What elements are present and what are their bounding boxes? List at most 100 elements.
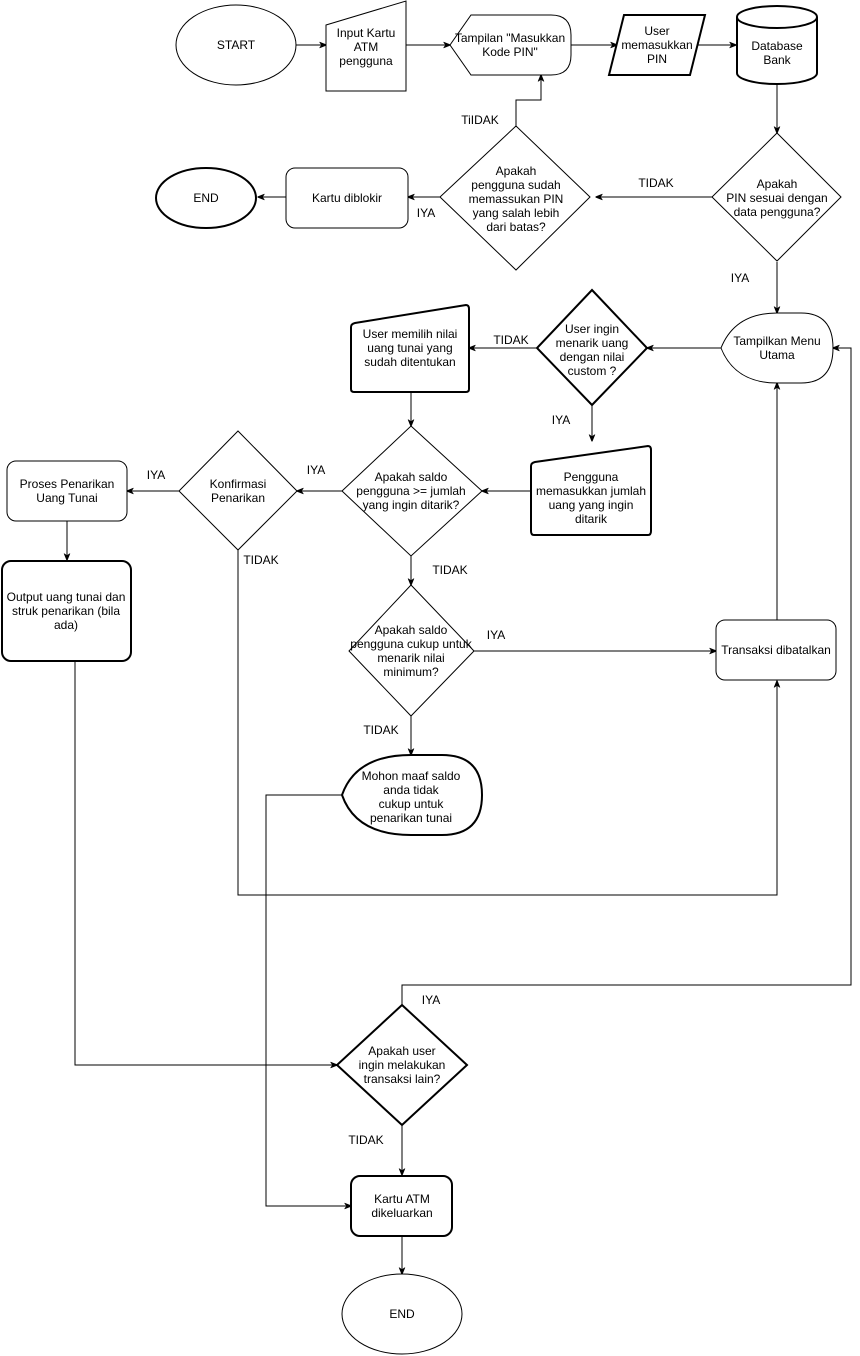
node-label-line: dikeluarkan — [371, 1206, 432, 1220]
node-label-line: penarikan tunai — [370, 811, 452, 825]
node-label-line: data pengguna? — [734, 205, 821, 219]
node-label-line: transaksi lain? — [364, 1072, 441, 1086]
node-label-line: ada) — [54, 618, 78, 632]
node-label-line: Apakah — [496, 164, 537, 178]
node-label-line: minimum? — [383, 665, 439, 679]
label-tidak-transaksi-lain: TIDAK — [348, 1133, 383, 1147]
node-label-line: PIN sesuai dengan — [726, 191, 827, 205]
node-start-text: START — [217, 38, 256, 52]
node-label-line: anda tidak — [383, 783, 439, 797]
node-label-line: memasukkan jumlah — [536, 484, 646, 498]
node-label-line: ingin melakukan — [359, 1058, 446, 1072]
label-tidak-saldo-jumlah: TIDAK — [432, 563, 467, 577]
node-label-line: pengguna — [339, 54, 393, 68]
node-label-line: Tampilkan Menu — [733, 334, 820, 348]
node-label-line: END — [389, 1307, 415, 1321]
node-label-line: Tampilan "Masukkan — [455, 31, 565, 45]
label-iya-saldo-minimum: IYA — [487, 628, 505, 642]
node-label-line: menarik nilai — [377, 651, 444, 665]
node-label-line: User ingin — [565, 322, 619, 336]
label-tidak-saldo-minimum: TIDAK — [363, 723, 398, 737]
node-label-line: uang yang ingin — [549, 498, 634, 512]
node-label-line: Mohon maaf saldo — [362, 769, 461, 783]
label-tiidak-kembali-pin: TiIDAK — [461, 113, 499, 127]
node-end-top[interactable]: END — [155, 167, 257, 229]
node-label-line: dari batas? — [486, 220, 546, 234]
node-end-bottom-text: END — [389, 1307, 415, 1321]
node-label-line: yang ingin ditarik? — [363, 498, 460, 512]
edge-maaf-to-kartu — [265, 794, 351, 1206]
node-end-bottom[interactable]: END — [341, 1273, 463, 1355]
node-label-line: Kartu diblokir — [312, 191, 382, 205]
node-transaksi-batal-text: Transaksi dibatalkan — [721, 643, 831, 657]
label-iya-pin-sesuai: IYA — [731, 271, 749, 285]
node-label-line: Uang Tunai — [36, 491, 97, 505]
node-label-line: Input Kartu — [337, 26, 396, 40]
node-label-line: Apakah saldo — [375, 623, 448, 637]
label-tidak-salah-batas: TIDAK — [638, 176, 673, 190]
edges — [67, 45, 852, 1274]
node-start[interactable]: START — [175, 4, 297, 86]
node-label-line: sudah ditentukan — [364, 355, 455, 369]
node-label-line: Apakah — [757, 177, 798, 191]
node-label-line: Transaksi dibatalkan — [721, 643, 831, 657]
node-kartu-diblokir-text: Kartu diblokir — [312, 191, 382, 205]
node-label-line: custom ? — [568, 364, 617, 378]
node-label-line: Bank — [763, 53, 791, 67]
label-iya-transaksi-lain: IYA — [422, 993, 440, 1007]
node-label-line: Penarikan — [211, 491, 265, 505]
node-label-line: User — [644, 24, 669, 38]
node-label-line: pengguna sudah — [471, 178, 560, 192]
node-label-line: Apakah user — [368, 1044, 435, 1058]
edge-konfirmasi-tidak — [237, 550, 777, 896]
label-iya-custom: IYA — [552, 413, 570, 427]
node-kartu-diblokir[interactable]: Kartu diblokir — [285, 167, 409, 229]
node-transaksi-batal[interactable]: Transaksi dibatalkan — [715, 619, 837, 681]
node-label-line: yang salah lebih — [473, 206, 560, 220]
node-label-line: struk penarikan (bila — [12, 604, 120, 618]
edge-salah-batas-tiidak — [515, 75, 541, 126]
node-label-line: pengguna >= jumlah — [356, 484, 465, 498]
node-label-line: memasukkan — [621, 38, 692, 52]
node-end-top-text: END — [193, 191, 219, 205]
node-label-line: END — [193, 191, 219, 205]
node-label-line: ditarik — [575, 512, 608, 526]
node-label-line: START — [217, 38, 256, 52]
node-label-line: Apakah saldo — [375, 470, 448, 484]
node-label-line: Utama — [759, 348, 795, 362]
